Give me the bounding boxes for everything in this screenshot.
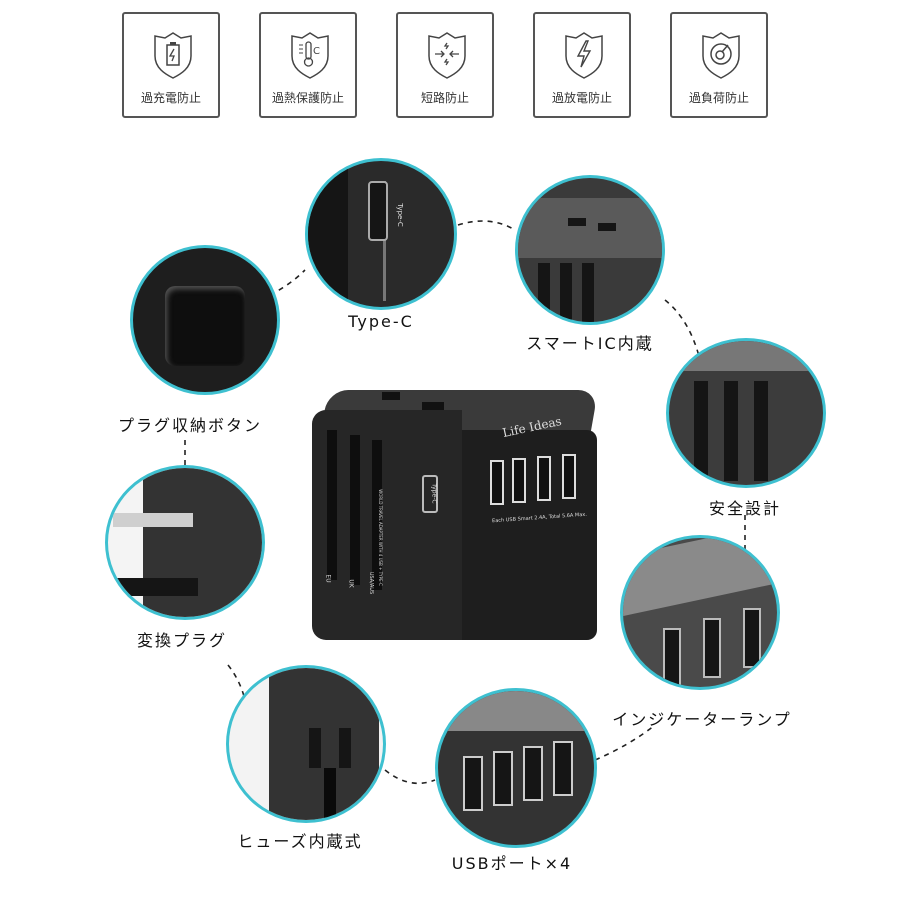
shield-lightning-icon [565,32,603,79]
shield-short-circuit-icon [428,32,466,79]
feature-label: 過充電防止 [140,91,201,105]
label-fuse: ヒューズ内蔵式 [237,832,363,851]
product-image: Life Ideas Type-C EU UK USA/AUS WORLD TR… [312,380,599,640]
connector-typec-ic [457,220,516,231]
connector-usb-indicator [594,724,656,761]
label-typec: Type-C [348,312,414,331]
plug-label-eu: EU [324,574,332,583]
connector-fuse-usb [384,769,436,785]
plug-label-us: USA/AUS [368,571,375,595]
feature-label: 過負荷防止 [688,91,749,105]
label-indicator: インジケーターランプ [612,710,792,729]
detail-plug-button [130,245,280,395]
feature-overload: 過負荷防止 [670,12,768,118]
typec-port-label: Type-C [395,203,404,227]
connector-button-typec [269,269,306,296]
feature-overdischarge: 過放電防止 [533,12,631,118]
feature-label: 過熱保護防止 [271,91,344,105]
label-conversion-plug: 変換プラグ [136,631,228,650]
feature-overcharge: 過充電防止 [122,12,220,118]
svg-text:C: C [313,46,320,57]
product-typec-label: Type-C [430,483,438,504]
shield-battery-icon [154,32,192,79]
detail-usb-ports [435,688,597,848]
label-smart-ic: スマートIC内蔵 [526,334,654,353]
detail-typec: Type-C [305,158,457,310]
detail-conversion-plug [105,465,265,620]
feature-overheat: C 過熱保護防止 [259,12,357,118]
connector-plug-fuse [227,664,246,701]
shield-thermometer-icon: C [291,32,329,79]
plug-label-uk: UK [347,579,355,588]
product-side-title: WORLD TRAVEL ADAPTER WITH 4 USB + TYPE-C [377,489,383,586]
detail-safety [666,338,826,488]
detail-smart-ic [515,175,665,325]
detail-fuse [226,665,386,823]
feature-label: 過放電防止 [551,91,612,105]
feature-short-circuit: 短路防止 [396,12,494,118]
label-safety: 安全設計 [708,499,782,518]
feature-label: 短路防止 [420,91,469,105]
detail-indicator [620,535,780,690]
shield-gauge-icon [702,32,740,79]
label-plug-button: プラグ収納ボタン [117,416,263,435]
label-usb-ports: USBポート×4 [451,854,573,873]
